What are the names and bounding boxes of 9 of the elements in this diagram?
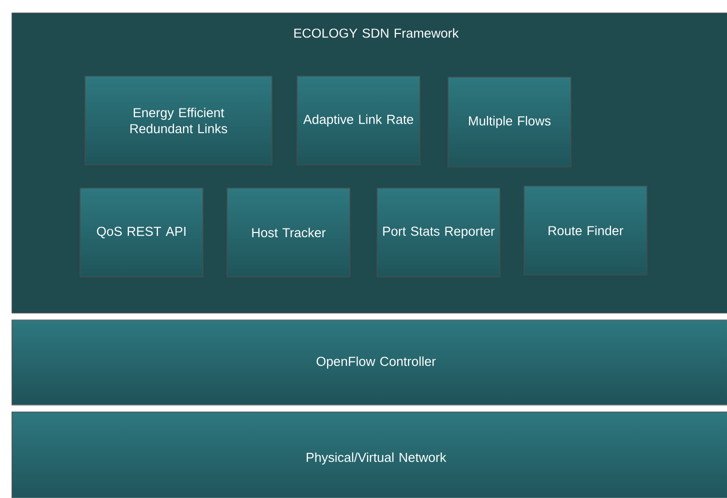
module-box: Port Stats Reporter	[376, 188, 500, 278]
module-box: QoS REST API	[80, 188, 204, 278]
module-box: Multiple Flows	[448, 76, 572, 168]
module-box: Host Tracker	[226, 188, 350, 278]
module-box: Energy Efficient Redundant Links	[84, 76, 272, 166]
module-box: Route Finder	[524, 186, 648, 276]
layer-band: Physical/Virtual Network	[12, 412, 727, 498]
module-box: Adaptive Link Rate	[296, 76, 420, 166]
layer-band: OpenFlow Controller	[12, 320, 727, 406]
